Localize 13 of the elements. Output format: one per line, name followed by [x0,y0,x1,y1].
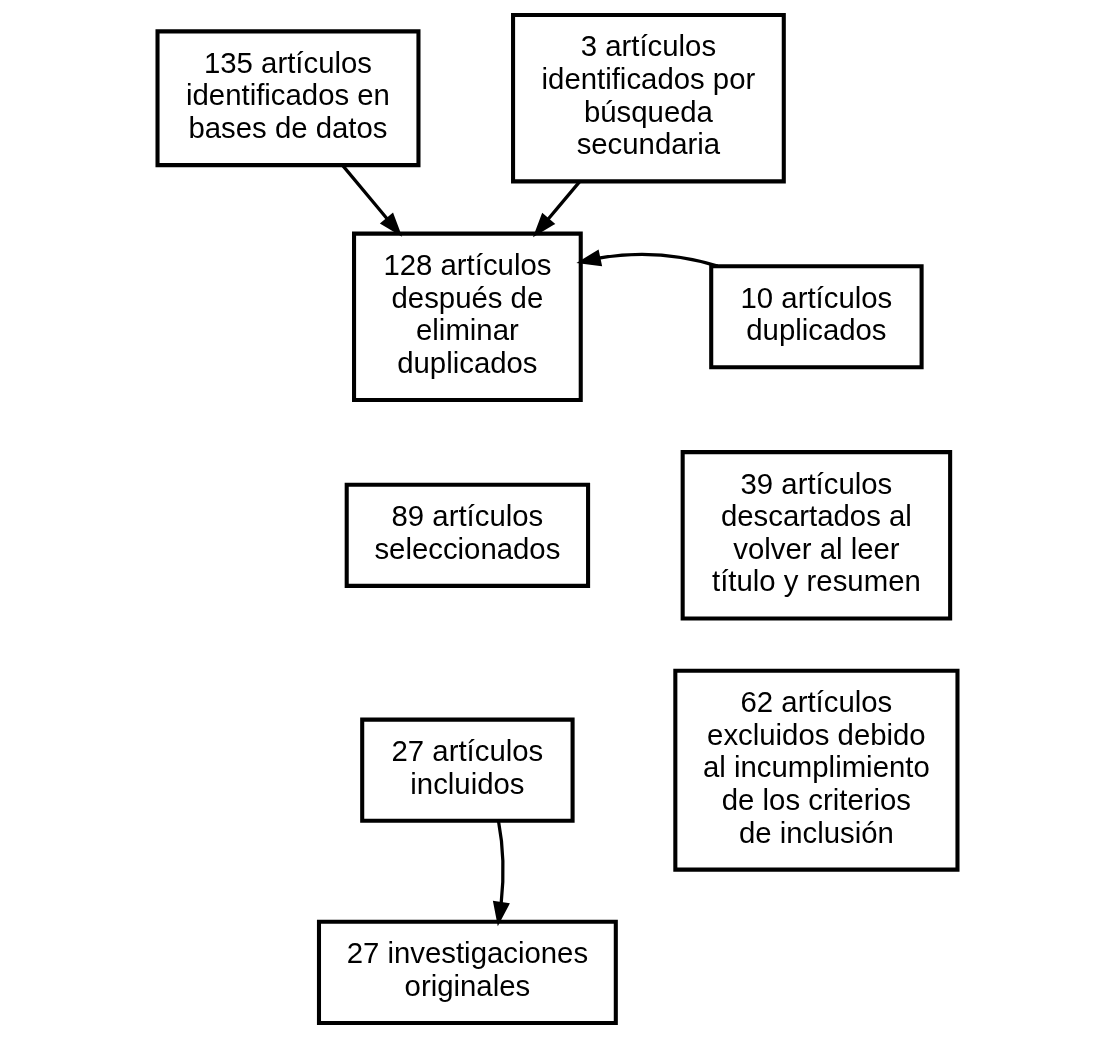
node-box: 27 investigaciones originales [316,919,618,1025]
arrow [492,820,510,927]
node-box: 27 artículos incluidos [360,717,575,823]
node-box: 128 artículos después de eliminar duplicados [352,231,583,402]
node-box: 39 artículos descartados al volver al leer título y resumen [680,450,953,621]
node-box: 89 artículos seleccionados [344,482,591,588]
node-box: 10 artículos duplicados [709,264,924,370]
node-box: 3 artículos identificados por búsqueda secundaria [511,13,786,184]
arrow [576,249,719,268]
node-box: 62 artículos excluidos debido al incumplimiento de los criterios de inclusión [673,668,960,872]
arrow [532,180,581,238]
arrow [341,164,403,237]
node-box: 135 artículos identificados en bases de datos [155,29,421,168]
